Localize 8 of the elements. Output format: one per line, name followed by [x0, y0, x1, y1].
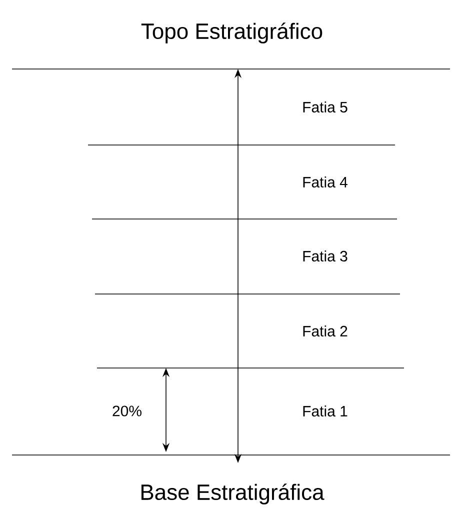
- slice-label: Fatia 3: [303, 250, 348, 262]
- dimension-label: 20%: [112, 406, 142, 416]
- title: Topo Estratigráfico: [141, 22, 322, 44]
- slice-label: Fatia 4: [303, 176, 348, 188]
- slice-label: Fatia 2: [303, 326, 348, 336]
- caption: Base Estratigráfica: [141, 484, 324, 504]
- slice-label: Fatia 1: [303, 406, 348, 416]
- slice-label: Fatia 5: [303, 102, 348, 112]
